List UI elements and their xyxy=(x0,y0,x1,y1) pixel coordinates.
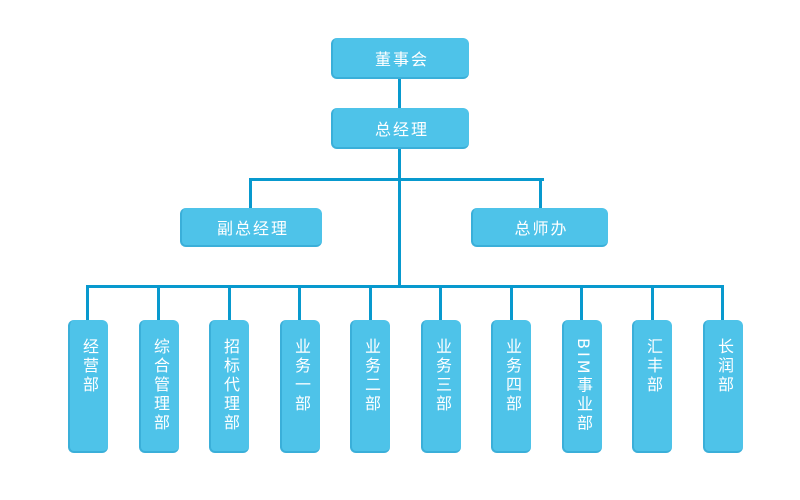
connector-gm-trunk xyxy=(398,149,401,286)
connector-board-to-gm xyxy=(398,79,401,108)
dept-node-4-label: 业务一部 xyxy=(292,338,311,414)
dept-node-3: 招标代理部 xyxy=(209,320,249,453)
dept-node-2-label: 综合管理部 xyxy=(151,338,170,433)
dept-node-10: 长润部 xyxy=(703,320,743,453)
org-node-chief-engineer-office-label: 总师办 xyxy=(514,218,569,238)
dept-node-3-label: 招标代理部 xyxy=(221,338,240,433)
connector-drop-dept-3 xyxy=(228,285,231,320)
dept-node-5: 业务二部 xyxy=(350,320,390,453)
org-node-general-manager: 总经理 xyxy=(331,108,469,149)
dept-node-1: 经营部 xyxy=(68,320,108,453)
connector-drop-dept-2 xyxy=(157,285,160,320)
connector-drop-deputy-gm xyxy=(249,178,252,208)
dept-node-6: 业务三部 xyxy=(421,320,461,453)
dept-node-2: 综合管理部 xyxy=(139,320,179,453)
dept-node-9: 汇丰部 xyxy=(632,320,672,453)
dept-node-7: 业务四部 xyxy=(491,320,531,453)
connector-drop-chief-office xyxy=(539,178,542,208)
connector-drop-dept-9 xyxy=(651,285,654,320)
connector-drop-dept-1 xyxy=(86,285,89,320)
org-node-board: 董事会 xyxy=(331,38,469,79)
connector-drop-dept-5 xyxy=(369,285,372,320)
dept-node-4: 业务一部 xyxy=(280,320,320,453)
dept-node-1-label: 经营部 xyxy=(80,338,99,395)
connector-level3-hline xyxy=(249,178,544,181)
connector-drop-dept-10 xyxy=(721,285,724,320)
dept-node-5-label: 业务二部 xyxy=(362,338,381,414)
connector-drop-dept-8 xyxy=(580,285,583,320)
dept-node-6-label: 业务三部 xyxy=(433,338,452,414)
org-node-deputy-general-manager-label: 副总经理 xyxy=(216,218,289,238)
connector-drop-dept-7 xyxy=(510,285,513,320)
connector-departments-hline xyxy=(86,285,724,288)
connector-drop-dept-6 xyxy=(439,285,442,320)
dept-node-9-label: 汇丰部 xyxy=(644,338,663,395)
org-node-general-manager-label: 总经理 xyxy=(374,119,429,139)
org-node-chief-engineer-office: 总师办 xyxy=(471,208,608,247)
dept-node-10-label: 长润部 xyxy=(715,338,734,395)
org-node-deputy-general-manager: 副总经理 xyxy=(180,208,322,247)
dept-node-8-label: BIM事业部 xyxy=(574,338,593,434)
dept-node-8: BIM事业部 xyxy=(562,320,602,453)
org-node-board-label: 董事会 xyxy=(374,49,429,69)
connector-drop-dept-4 xyxy=(298,285,301,320)
dept-node-7-label: 业务四部 xyxy=(503,338,522,414)
